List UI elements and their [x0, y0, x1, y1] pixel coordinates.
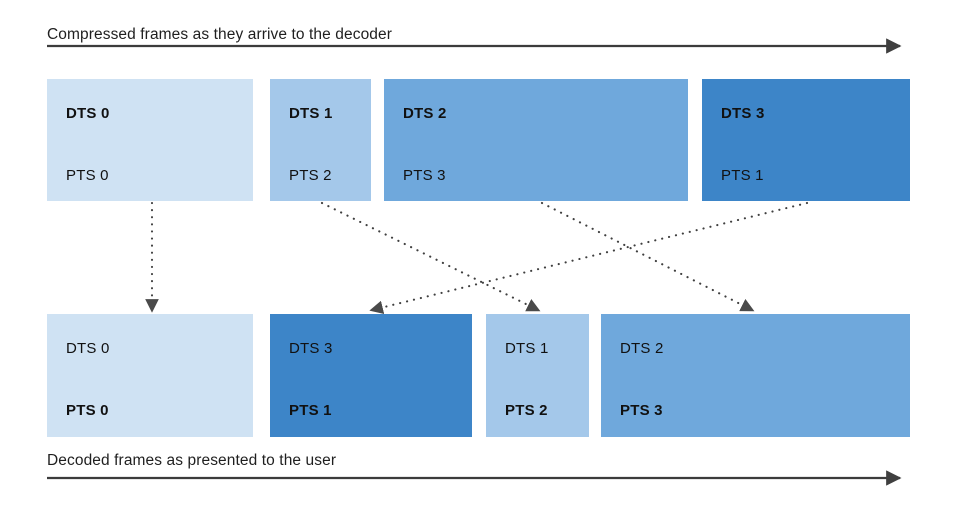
- frame-box-bottom-3[interactable]: DTS 2 PTS 3: [601, 314, 910, 437]
- frame-box-top-2[interactable]: DTS 2 PTS 3: [384, 79, 688, 201]
- frame-dts-label: DTS 0: [66, 105, 110, 122]
- top-axis-caption: Compressed frames as they arrive to the …: [47, 26, 392, 43]
- connector-arrow-dts3: [369, 201, 809, 315]
- frame-pts-label: PTS 3: [620, 402, 663, 419]
- connector-arrow-dts2: [540, 201, 755, 312]
- frame-dts-label: DTS 0: [66, 340, 110, 357]
- frame-dts-label: DTS 3: [721, 105, 765, 122]
- frame-box-top-0[interactable]: DTS 0 PTS 0: [47, 79, 253, 201]
- frame-dts-label: DTS 1: [289, 105, 333, 122]
- frame-box-top-3[interactable]: DTS 3 PTS 1: [702, 79, 910, 201]
- frame-box-top-1[interactable]: DTS 1 PTS 2: [270, 79, 371, 201]
- frame-pts-label: PTS 1: [289, 402, 332, 419]
- frame-box-bottom-0[interactable]: DTS 0 PTS 0: [47, 314, 253, 437]
- frame-dts-label: DTS 2: [403, 105, 447, 122]
- frame-box-bottom-1[interactable]: DTS 3 PTS 1: [270, 314, 472, 437]
- bottom-axis-caption: Decoded frames as presented to the user: [47, 452, 337, 469]
- frame-pts-label: PTS 1: [721, 167, 764, 184]
- frame-dts-label: DTS 1: [505, 340, 549, 357]
- connector-arrow-dts1: [320, 201, 541, 312]
- frame-pts-label: PTS 0: [66, 402, 109, 419]
- frame-pts-label: PTS 2: [289, 167, 332, 184]
- frame-dts-label: DTS 3: [289, 340, 333, 357]
- frame-dts-label: DTS 2: [620, 340, 664, 357]
- frame-pts-label: PTS 0: [66, 167, 109, 184]
- frame-pts-label: PTS 3: [403, 167, 446, 184]
- frame-pts-label: PTS 2: [505, 402, 548, 419]
- frame-box-bottom-2[interactable]: DTS 1 PTS 2: [486, 314, 589, 437]
